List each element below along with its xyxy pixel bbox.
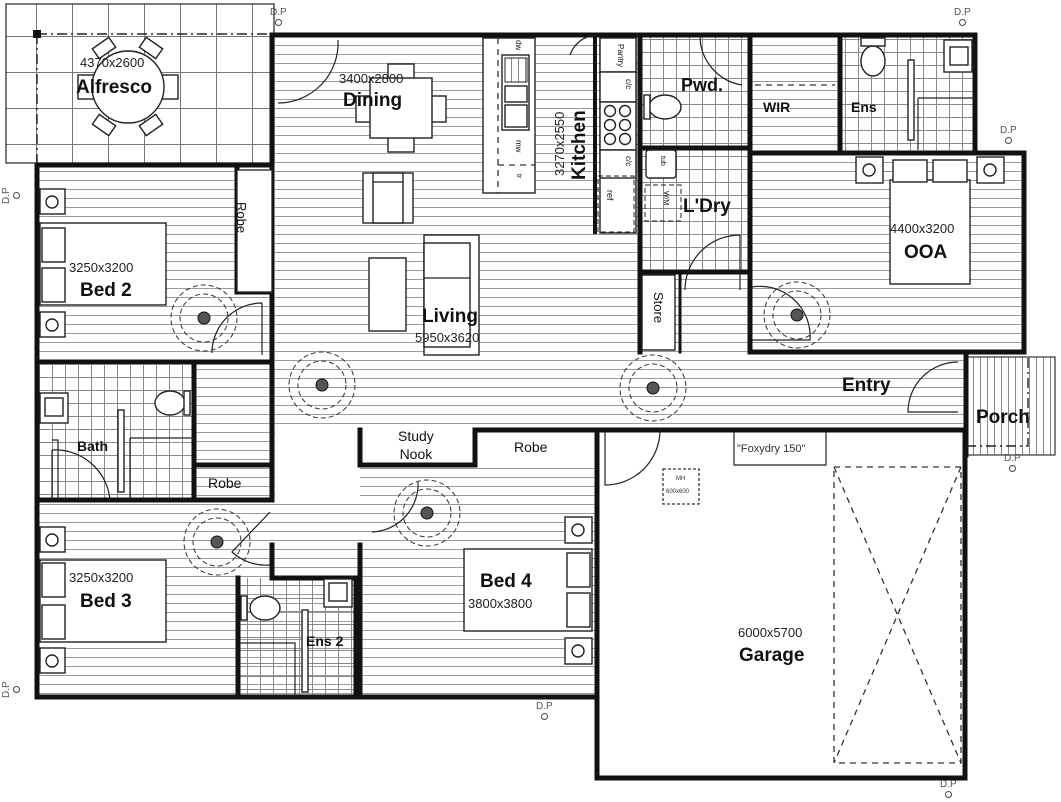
- door-swings: [51, 34, 959, 566]
- room-dims: 3400x2800: [339, 71, 404, 86]
- foxydry-outline: [733, 432, 827, 466]
- downpipe-icon: [1009, 465, 1016, 472]
- sofa-icon: [423, 234, 480, 356]
- room-name: Bed 2: [80, 280, 132, 301]
- toilet-icon: [154, 37, 886, 621]
- room-label-robe-bed3: Robe: [208, 475, 242, 491]
- kitchen-island: [482, 37, 536, 194]
- room-label-study-nook: Study Nook: [398, 428, 434, 462]
- round-table-icon: [77, 36, 179, 137]
- downpipe-label: D.P: [270, 7, 287, 18]
- manhole-size-label: 600x600: [666, 489, 690, 495]
- room-dims: 4370x2600: [80, 55, 145, 70]
- downpipe-label: D.P: [1, 681, 12, 698]
- ooa-bed-icon: [855, 156, 1005, 285]
- manhole-label: MH: [676, 476, 686, 482]
- fridge-label: ref: [605, 190, 615, 201]
- downpipe-label: D.P: [954, 7, 971, 18]
- garage-car-space: [833, 466, 962, 764]
- microwave-label: mw: [514, 140, 523, 153]
- washing-machine-label: W/M: [662, 191, 669, 206]
- downpipe-label: D.P: [1004, 453, 1021, 464]
- room-label-wir: WIR: [763, 99, 791, 115]
- store-cupboard: [641, 274, 676, 351]
- room-label-ldry: L'Dry: [683, 196, 731, 217]
- downpipe-label: D.P: [1, 187, 12, 204]
- room-label-store: Store: [651, 292, 666, 324]
- room-label-entry: Entry: [842, 375, 891, 396]
- downpipe-label: D.P: [536, 701, 553, 712]
- dishwasher-label: dw: [514, 40, 523, 51]
- room-name: Bed 3: [80, 591, 132, 612]
- armchair-icon: [362, 172, 414, 224]
- room-dims: 3270x2550: [552, 111, 567, 176]
- shower-screens: [52, 59, 975, 697]
- coffee-table-icon: [368, 257, 407, 332]
- porch-line: [966, 357, 1029, 447]
- downpipe-label: D.P: [1000, 125, 1017, 136]
- room-label-porch: Porch: [976, 407, 1030, 428]
- laundry-fixtures: [644, 149, 682, 222]
- robe-bed2: [236, 169, 273, 293]
- room-name: Living: [422, 306, 478, 327]
- downpipe-icon: [959, 19, 966, 26]
- manhole-icon: [662, 468, 700, 505]
- basin-icon: [39, 39, 973, 608]
- room-label-robe-bed4: Robe: [514, 439, 548, 455]
- downpipe-icon: [1005, 137, 1012, 144]
- room-name: Alfresco: [76, 77, 153, 98]
- laundry-tub-label: tub: [659, 156, 666, 166]
- downpipe-icon: [541, 713, 548, 720]
- room-name: Garage: [739, 645, 805, 666]
- room-name: Kitchen: [569, 110, 590, 180]
- foxydry-label: "Foxydry 150": [737, 443, 806, 455]
- ceiling-fan-icon: [170, 281, 831, 576]
- downpipe-icon: [13, 686, 20, 693]
- downpipe-icon: [945, 791, 952, 798]
- cupboard-label: c/c: [624, 156, 633, 167]
- room-dims: 3800x3800: [468, 596, 533, 611]
- room-dims: 3250x3200: [69, 570, 134, 585]
- bed2-icon: [39, 188, 167, 338]
- room-name: Dining: [343, 90, 403, 111]
- room-dims: 5950x3620: [415, 330, 480, 345]
- bed4-icon: [463, 516, 593, 665]
- room-name: Bed 4: [480, 571, 532, 592]
- downpipe-icon: [13, 192, 20, 199]
- room-dims: 4400x3200: [890, 221, 955, 236]
- room-name: OOA: [904, 242, 948, 263]
- bed3-icon: [39, 526, 167, 674]
- room-dims: 6000x5700: [738, 625, 803, 640]
- pantry-label: Pantry: [616, 44, 625, 68]
- cupboard-label: c/c: [624, 79, 633, 90]
- external-walls: [34, 32, 1027, 781]
- fan-hub: [197, 308, 804, 549]
- downpipe-icon: [275, 19, 282, 26]
- downpipe-label: D.P: [940, 779, 957, 790]
- porch-deck: [965, 356, 1056, 456]
- room-label-bath: Bath: [77, 438, 109, 454]
- kitchen-bench: [597, 37, 637, 234]
- room-label-ens: Ens: [851, 99, 877, 115]
- room-label-pwd: Pwd.: [681, 75, 724, 95]
- room-dims: 3250x3200: [69, 260, 134, 275]
- room-label-robe-bed2: Robe: [234, 202, 249, 234]
- bin-label: tr: [515, 174, 522, 179]
- dining-table-icon: [355, 63, 447, 153]
- room-label-ens2: Ens 2: [306, 633, 344, 649]
